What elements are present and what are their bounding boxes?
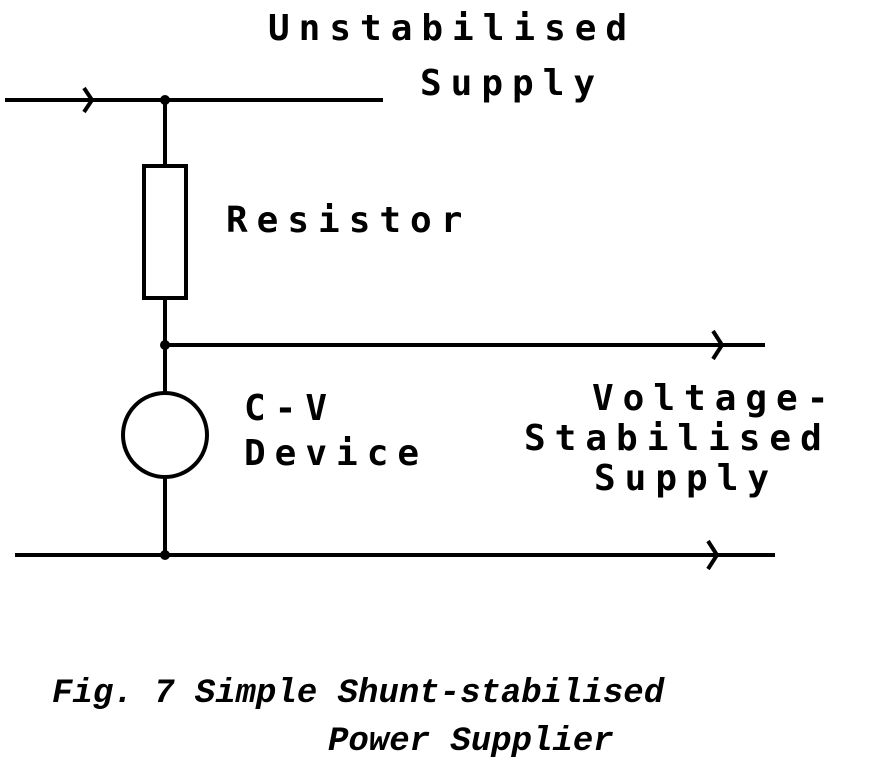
label-cv: C-V [244, 388, 336, 429]
label-stabilised: Stabilised [524, 418, 831, 459]
common-arrow-icon [706, 539, 720, 571]
output-arrow-icon [711, 329, 725, 361]
label-unstabilised: Unstabilised [268, 8, 636, 49]
input-arrow-icon [82, 86, 95, 114]
label-output-supply: Supply [594, 458, 778, 499]
resistor-symbol [142, 164, 188, 300]
label-resistor: Resistor [226, 200, 471, 241]
label-voltage: Voltage- [592, 378, 837, 419]
cv-device-symbol [121, 391, 209, 479]
caption-line-2: Power Supplier [328, 723, 614, 761]
label-device: Device [244, 433, 428, 474]
label-unstabilised-supply: Supply [420, 63, 604, 104]
caption-line-1: Fig. 7 Simple Shunt-stabilised [52, 675, 665, 713]
